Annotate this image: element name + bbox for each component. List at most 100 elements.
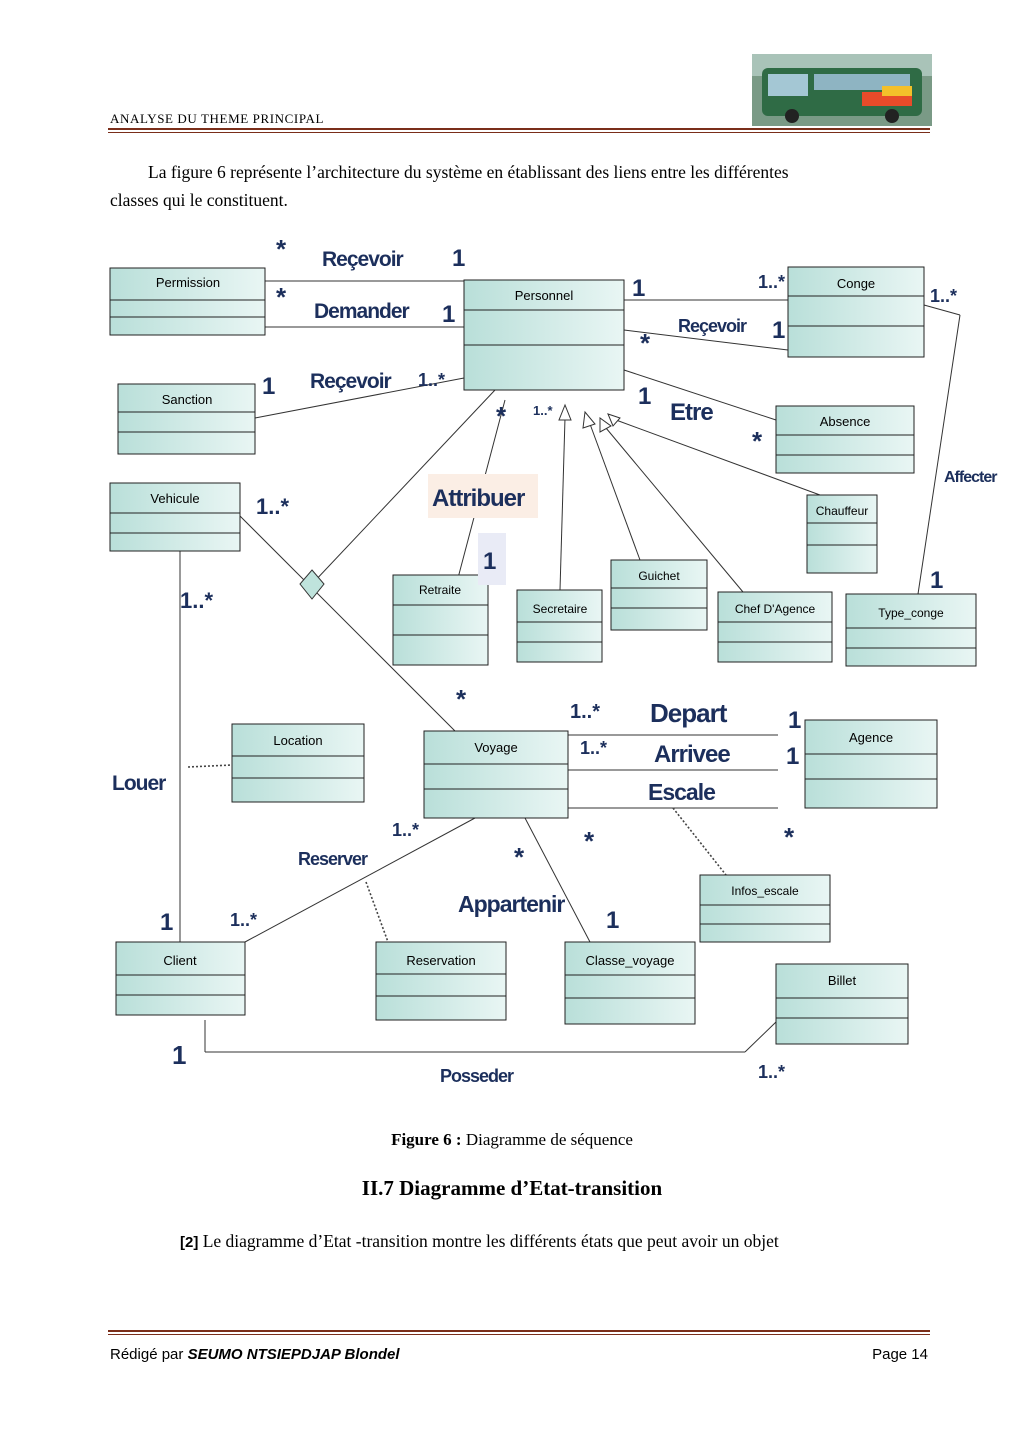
mult-one: 1 [262,373,275,400]
caption-text: Diagramme de séquence [461,1130,633,1149]
label-etre: Etre [670,399,713,426]
class-location-name: Location [273,733,322,748]
class-reservation: Reservation [375,941,507,1021]
aggregation-diamond [299,569,325,600]
association-labels: Reçevoir Demander Reçevoir Reçevoir Etre… [112,248,998,1086]
mult-one-many: 1..* [256,494,289,519]
class-classe-voyage: Classe_voyage [564,941,696,1025]
class-reservation-name: Reservation [406,953,475,968]
footer-rule-thin [108,1334,930,1335]
class-billet: Billet [775,963,909,1045]
class-secretaire: Secretaire [516,589,603,663]
label-escale: Escale [648,779,715,805]
state-transition-text: Le diagramme d’Etat -transition montre l… [198,1231,779,1251]
header-rule-thin [108,132,930,133]
mult-one-many: 1..* [418,370,445,390]
mult-star: * [584,826,595,856]
class-agence-name: Agence [849,730,893,745]
label-appartenir: Appartenir [458,891,565,917]
mult-one-many: 1..* [758,272,785,292]
class-chef-agence: Chef D'Agence [717,591,833,663]
mult-one: 1 [638,383,651,410]
class-infos-escale: Infos_escale [699,874,831,943]
mult-one-many: 1..* [570,701,600,723]
class-vehicule-name: Vehicule [150,491,199,506]
label-depart: Depart [650,698,728,728]
attribuer-one-highlight [478,533,506,585]
mult-one-many: 1..* [230,910,257,930]
inheritance-lines [559,417,821,599]
mult-one: 1 [483,548,496,575]
label-demander: Demander [314,300,410,323]
class-personnel: Personnel [463,279,625,391]
class-chauffeur: Chauffeur [806,494,878,574]
label-reserver: Reserver [298,849,368,869]
mult-one-many: 1..* [580,738,607,758]
page-header-title: ANALYSE DU THEME PRINCIPAL [110,111,325,126]
label-recevoir-top: Reçevoir [322,248,404,271]
class-client-name: Client [163,953,197,968]
footer-prefix: Rédigé par [110,1346,188,1363]
class-sanction-name: Sanction [162,392,213,407]
class-voyage-name: Voyage [474,740,517,755]
class-vehicule: Vehicule [109,482,241,552]
class-secretaire-name: Secretaire [533,602,588,616]
mult-one: 1 [172,1040,186,1070]
label-posseder: Posseder [440,1066,514,1086]
class-retraite-name: Retraite [419,583,461,597]
mult-one: 1 [606,907,619,934]
mult-star: * [496,401,507,431]
header-rule [108,128,930,130]
multiplicity-labels: * 1 * 1 1 1..* 1..* * 1 1 1..* * 1..* 1 … [160,234,957,1082]
label-arrivee: Arrivee [654,741,730,768]
class-absence: Absence [775,405,915,474]
reference-marker: [2] [180,1234,199,1251]
class-personnel-name: Personnel [515,288,574,303]
label-attribuer: Attribuer [432,485,525,512]
class-conge: Conge [787,266,925,358]
class-type-conge-name: Type_conge [878,606,944,620]
class-classe-voyage-name: Classe_voyage [586,953,675,968]
mult-star: * [276,282,287,312]
footer-author-name: SEUMO NTSIEPDJAP Blondel [187,1346,400,1363]
caption-label: Figure 6 : [391,1130,462,1149]
mult-one: 1 [452,245,465,272]
class-sanction: Sanction [117,383,256,455]
association-class-links [187,764,727,943]
class-permission: Permission [109,267,266,336]
figure-caption: Figure 6 : Diagramme de séquence [0,1130,1024,1150]
class-chauffeur-name: Chauffeur [816,504,868,518]
mult-one: 1 [160,909,173,936]
mult-one: 1 [786,743,799,770]
intro-line-2: classes qui le constituent. [110,190,288,210]
footer-page-number: Page 14 [872,1346,928,1363]
mult-one: 1 [632,275,645,302]
intro-line-1: La figure 6 représente l’architecture du… [148,162,789,182]
mult-one: 1 [772,317,785,344]
class-guichet: Guichet [610,559,708,631]
association-lines [179,280,961,1053]
class-infos-escale-name: Infos_escale [731,884,799,898]
state-transition-intro: [2] Le diagramme d’Etat -transition mont… [180,1231,779,1252]
mult-star: * [752,426,763,456]
class-chef-agence-name: Chef D'Agence [735,602,816,616]
class-client: Client [115,941,246,1016]
class-voyage: Voyage [423,730,569,819]
class-type-conge: Type_conge [845,593,977,667]
mult-star: * [784,822,795,852]
mult-star: * [640,328,651,358]
mult-one-many: 1..* [758,1062,785,1082]
label-recevoir-sanction: Reçevoir [310,370,392,393]
mult-one-many: 1..* [180,588,213,613]
intro-paragraph: La figure 6 représente l’architecture du… [110,158,930,214]
class-conge-name: Conge [837,276,875,291]
footer-rule [108,1330,930,1332]
attribuer-highlight [428,474,538,518]
section-title: II.7 Diagramme d’Etat-transition [361,1176,663,1200]
bus-photo [752,54,932,126]
mult-one: 1 [788,707,801,734]
class-permission-name: Permission [156,275,220,290]
inheritance-arrows [558,403,621,433]
class-absence-name: Absence [820,414,871,429]
